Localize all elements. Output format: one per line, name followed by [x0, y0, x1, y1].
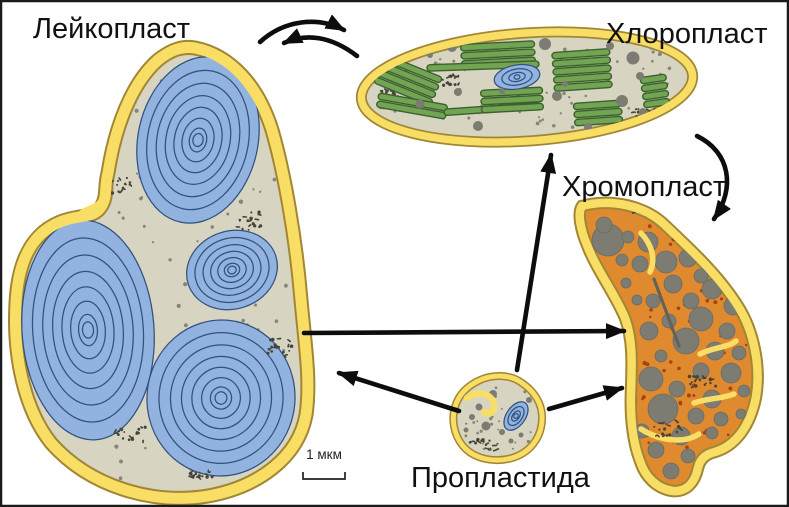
- granum-stack: [426, 60, 540, 72]
- granum-stack: [376, 92, 448, 120]
- plastoglobule: [415, 99, 425, 109]
- inner-membrane-streak: [638, 426, 702, 443]
- plastoglobule: [463, 427, 469, 433]
- osmiophilic-squiggle: [266, 337, 294, 358]
- leucoplast-membrane-fold: [79, 190, 110, 217]
- carotenoid-globule: [638, 366, 664, 392]
- plastoglobule: [469, 414, 475, 420]
- arrow-proplastid-to-chloroplast: [514, 152, 557, 373]
- carotenoid-globule: [720, 362, 742, 384]
- proplastid-membrane-fold: [463, 390, 498, 417]
- starch-grain: [146, 319, 296, 477]
- membrane-sliver: [652, 277, 681, 348]
- carotenoid-globule: [662, 462, 680, 480]
- plastoglobule: [606, 42, 614, 50]
- carotenoid-globule: [705, 426, 719, 440]
- carotenoid-globule: [693, 268, 709, 284]
- carotenoid-globule: [647, 441, 665, 459]
- plastoglobule: [526, 397, 532, 403]
- starch-grain: [185, 229, 279, 311]
- plastoglobule: [473, 121, 483, 131]
- starch-grain: [136, 56, 260, 224]
- arrow-leucoplast-to-chloroplast: [257, 14, 347, 45]
- plastoglobule: [539, 38, 551, 50]
- plastoglobule: [499, 429, 505, 435]
- chloroplast-illustration: [355, 26, 699, 148]
- leucoplast-illustration: [8, 39, 316, 506]
- carotenoid-globule: [680, 448, 696, 464]
- inner-membrane-streak: [638, 230, 656, 275]
- plastoglobule: [562, 81, 568, 87]
- carotenoid-globule: [731, 345, 747, 361]
- granum-stack: [572, 99, 624, 127]
- carotenoid-globule: [621, 230, 635, 244]
- chromoplast-interior: [591, 206, 751, 480]
- carotenoid-globule: [735, 408, 747, 420]
- carotenoid-globule: [639, 321, 659, 341]
- carotenoid-globule: [663, 274, 683, 294]
- osmiophilic-squiggle: [435, 73, 460, 87]
- label-leucoplast: Лейкопласт: [33, 13, 191, 45]
- carotenoid-globule: [682, 292, 700, 310]
- osmiophilic-squiggle: [687, 374, 718, 389]
- scale-bar-label: 1 мкм: [306, 447, 342, 462]
- granum-stack: [479, 86, 545, 114]
- plastoglobule: [508, 438, 514, 444]
- plastoglobule: [427, 52, 433, 58]
- label-chloroplast: Хлоропласт: [606, 18, 768, 50]
- plastoglobule: [636, 72, 644, 80]
- granum-stack: [551, 48, 613, 92]
- carotenoid-globule: [668, 380, 686, 398]
- proplastid-illustration: [449, 372, 547, 465]
- starch-grain: [21, 219, 155, 441]
- carotenoid-globule: [647, 393, 679, 425]
- carotenoid-globule: [654, 349, 668, 363]
- osmiophilic-squiggle: [468, 437, 500, 452]
- osmiophilic-squiggle: [113, 425, 147, 444]
- osmiophilic-squiggle: [188, 468, 214, 480]
- inner-membrane-streak: [697, 338, 739, 357]
- plastoglobule: [499, 88, 505, 94]
- plastoglobule: [518, 432, 524, 438]
- chromoplast-illustration: [573, 196, 764, 498]
- plastoglobule: [552, 91, 562, 101]
- carotenoid-globule: [615, 253, 629, 267]
- plastoglobule: [475, 403, 483, 411]
- plastoglobule: [481, 421, 491, 431]
- carotenoid-globule: [718, 322, 736, 340]
- carotenoid-globule: [713, 411, 729, 427]
- plastoglobule: [454, 88, 462, 96]
- carotenoid-globule: [620, 277, 632, 289]
- carotenoid-globule: [645, 293, 661, 309]
- arrow-leucoplast-to-chromoplast: [301, 323, 627, 340]
- carotenoid-globule: [737, 384, 751, 398]
- label-proplastid: Пропластида: [411, 462, 590, 494]
- arrow-proplastid-to-leucoplast: [336, 370, 462, 414]
- carotenoid-globule: [688, 306, 714, 332]
- carotenoid-globule: [687, 407, 705, 425]
- starch-grain: [493, 63, 541, 91]
- label-chromoplast: Хромопласт: [562, 171, 727, 203]
- scale-bar-bracket: [302, 472, 346, 480]
- conversion-arrows: [257, 14, 731, 414]
- carotenoid-globule: [654, 250, 678, 274]
- arrow-proplastid-to-chromoplast: [546, 385, 625, 412]
- osmiophilic-squiggle: [653, 419, 683, 438]
- carotenoid-globule: [631, 255, 649, 273]
- inner-membrane-streak: [691, 391, 737, 406]
- plastoglobule: [584, 123, 592, 131]
- arrow-chloroplast-to-leucoplast: [281, 28, 360, 59]
- plastoglobule: [616, 95, 628, 107]
- osmiophilic-squiggle: [235, 210, 263, 231]
- arrow-chloroplast-to-chromoplast: [694, 133, 731, 222]
- carotenoid-globule: [631, 294, 643, 306]
- plastoglobule: [626, 51, 640, 65]
- starch-grain: [503, 401, 529, 431]
- proplastid-interior: [463, 386, 532, 452]
- carotenoid-globule: [595, 216, 613, 234]
